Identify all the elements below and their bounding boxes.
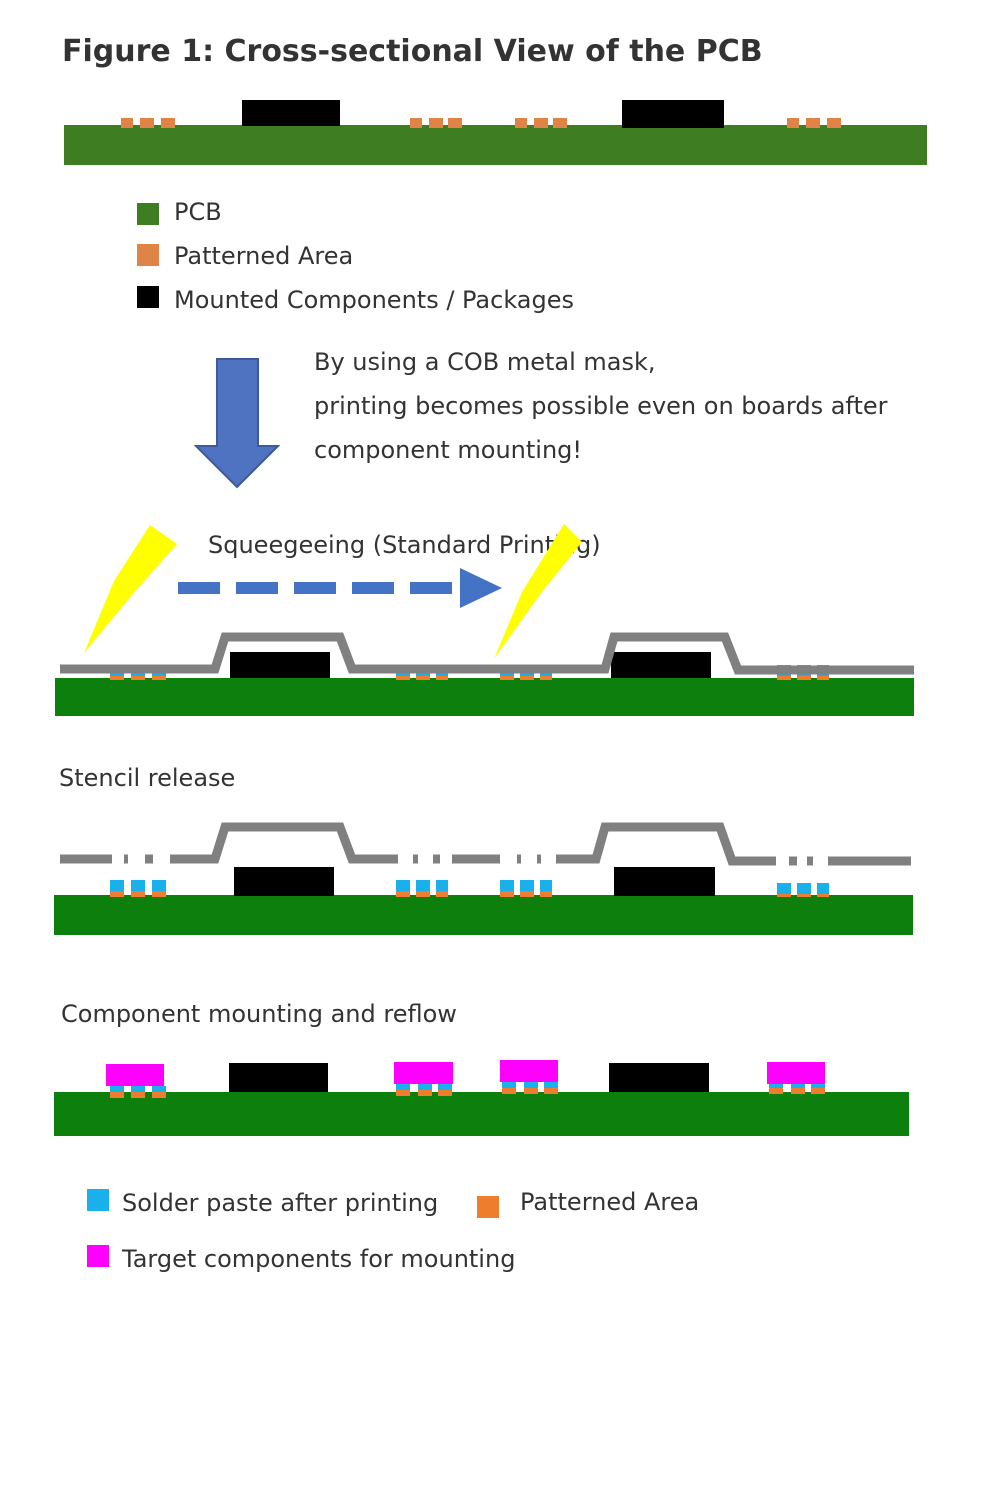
stencil-mask [60, 632, 914, 675]
patterned-area-legend-label: Patterned Area [174, 242, 354, 270]
solder-paste-group [110, 1082, 825, 1092]
component-mounting-label: Component mounting and reflow [61, 1000, 457, 1028]
note-line-3: component mounting! [314, 436, 583, 464]
pcb-cross-section-diagram [64, 100, 927, 165]
mounting-reflow-diagram [54, 1060, 909, 1136]
mounted-component [230, 652, 330, 678]
mounted-component [611, 652, 711, 678]
mounted-component [234, 867, 334, 896]
pads-group [110, 1088, 825, 1098]
patterned-area-legend-swatch-bottom [477, 1196, 499, 1218]
squeegee-icon [494, 524, 582, 659]
solder-paste-legend-swatch [87, 1189, 109, 1211]
mounted-component [229, 1063, 328, 1092]
stencil-mask [60, 822, 911, 866]
note-line-1: By using a COB metal mask, [314, 348, 656, 376]
solder-paste-group [110, 880, 829, 894]
pcb-board [55, 678, 914, 716]
mounted-component [614, 867, 715, 896]
mounted-component [242, 100, 340, 126]
target-component [500, 1060, 558, 1082]
pcb-board [64, 125, 927, 165]
component-legend-swatch [137, 286, 159, 308]
mounted-component [609, 1063, 709, 1092]
target-component [394, 1062, 453, 1084]
pcb-board [54, 895, 913, 935]
patterned-area-legend-swatch [137, 244, 159, 266]
down-arrow-icon [193, 358, 281, 489]
solder-paste-legend-label: Solder paste after printing [122, 1189, 439, 1217]
pcb-legend-swatch [137, 203, 159, 225]
patterned-area-legend-label-bottom: Patterned Area [520, 1188, 700, 1216]
mounted-component [622, 100, 724, 128]
figure-title: Figure 1: Cross-sectional View of the PC… [62, 34, 763, 69]
dashed-arrow-icon [178, 568, 502, 608]
patterned-area-group [121, 118, 841, 128]
target-components-legend-swatch [87, 1245, 109, 1267]
squeegeeing-diagram [55, 524, 914, 716]
pcb-legend-label: PCB [174, 198, 222, 226]
pads-group [110, 675, 829, 680]
stencil-release-diagram [54, 822, 913, 935]
target-component [106, 1064, 164, 1086]
squeegee-icon [84, 525, 177, 653]
note-line-2: printing becomes possible even on boards… [314, 392, 888, 420]
pcb-board [54, 1092, 909, 1136]
target-components-legend-label: Target components for mounting [122, 1245, 516, 1273]
target-component [767, 1062, 825, 1084]
component-legend-label: Mounted Components / Packages [174, 286, 575, 314]
squeegeeing-label: Squeegeeing (Standard Printing) [208, 531, 601, 559]
stencil-release-label: Stencil release [59, 764, 236, 792]
